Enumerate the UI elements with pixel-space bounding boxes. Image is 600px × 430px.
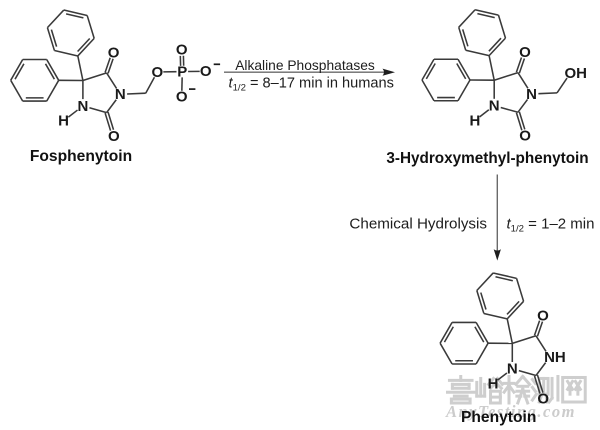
svg-text:Fosphenytoin: Fosphenytoin	[30, 148, 132, 165]
svg-text:N: N	[115, 86, 126, 103]
svg-text:P: P	[177, 63, 187, 80]
svg-text:H: H	[58, 113, 69, 130]
svg-text:O: O	[151, 64, 163, 81]
svg-text:t1/2 = 8–17 min in humans: t1/2 = 8–17 min in humans	[229, 75, 394, 93]
svg-text:O: O	[200, 63, 212, 80]
svg-text:O: O	[519, 44, 531, 61]
svg-text:Chemical Hydrolysis: Chemical Hydrolysis	[349, 215, 487, 232]
svg-text:N: N	[507, 361, 518, 378]
svg-text:O: O	[176, 42, 188, 59]
svg-text:Phenytoin: Phenytoin	[461, 409, 536, 426]
svg-text:N: N	[526, 86, 537, 103]
svg-text:O: O	[519, 127, 531, 144]
svg-text:O: O	[537, 391, 549, 408]
svg-text:NH: NH	[544, 349, 566, 366]
svg-text:O: O	[176, 89, 188, 106]
svg-text:O: O	[537, 307, 549, 324]
svg-text:t1/2 = 1–2 min: t1/2 = 1–2 min	[507, 215, 595, 234]
svg-text:OH: OH	[564, 65, 587, 82]
svg-text:N: N	[77, 98, 88, 115]
svg-text:AnyTesting.com: AnyTesting.com	[445, 402, 576, 421]
svg-text:3-Hydroxymethyl-phenytoin: 3-Hydroxymethyl-phenytoin	[386, 150, 588, 167]
svg-text:O: O	[108, 44, 120, 61]
svg-text:Alkaline Phosphatases: Alkaline Phosphatases	[235, 58, 375, 73]
svg-text:O: O	[108, 128, 120, 145]
svg-text:H: H	[488, 376, 499, 393]
svg-text:H: H	[469, 112, 480, 129]
svg-text:N: N	[489, 97, 500, 114]
